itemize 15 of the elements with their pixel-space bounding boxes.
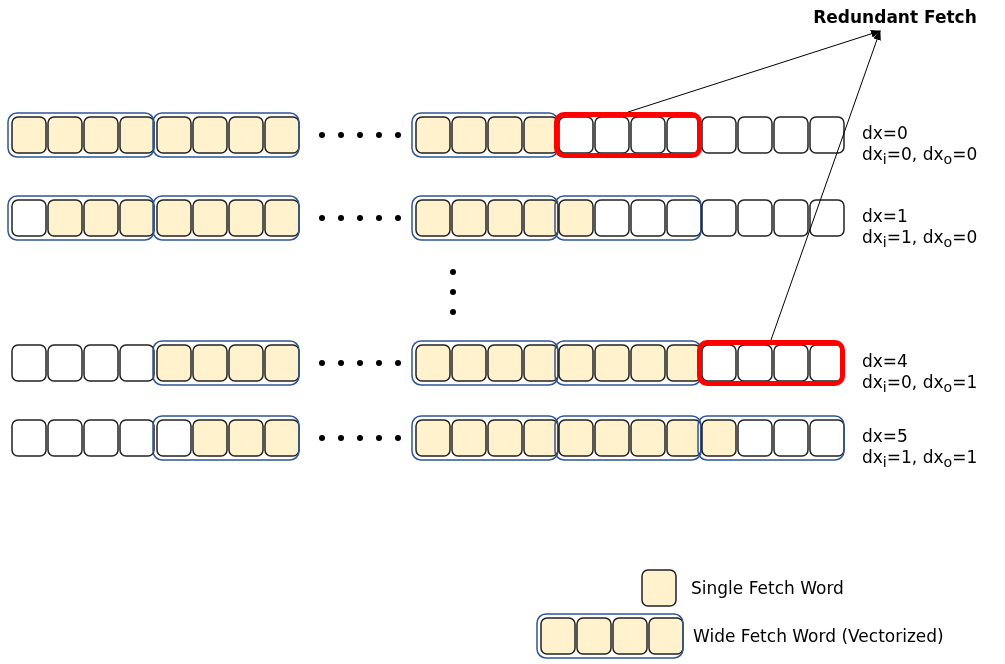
- highlight-box: [697, 340, 845, 386]
- arrow: [770, 30, 881, 341]
- arrow: [627, 29, 881, 113]
- legend-text: Wide Fetch Word (Vectorized): [693, 626, 944, 646]
- offset-label: dx$_{i}$=1, dx$_{o}$=0: [862, 227, 978, 253]
- highlight-box: [554, 112, 702, 158]
- offset-label: dx$_{i}$=1, dx$_{o}$=1: [862, 447, 978, 473]
- legend-text: Single Fetch Word: [691, 578, 844, 598]
- callout-text: Redundant Fetch: [805, 5, 985, 29]
- offset-label: dx$_{i}$=0, dx$_{o}$=1: [862, 372, 978, 398]
- offset-label: dx=0: [862, 123, 908, 143]
- offset-label: dx$_{i}$=0, dx$_{o}$=0: [862, 144, 978, 170]
- offset-label: dx=4: [862, 351, 908, 371]
- offset-label: dx=5: [862, 426, 908, 446]
- offset-label: dx=1: [862, 206, 908, 226]
